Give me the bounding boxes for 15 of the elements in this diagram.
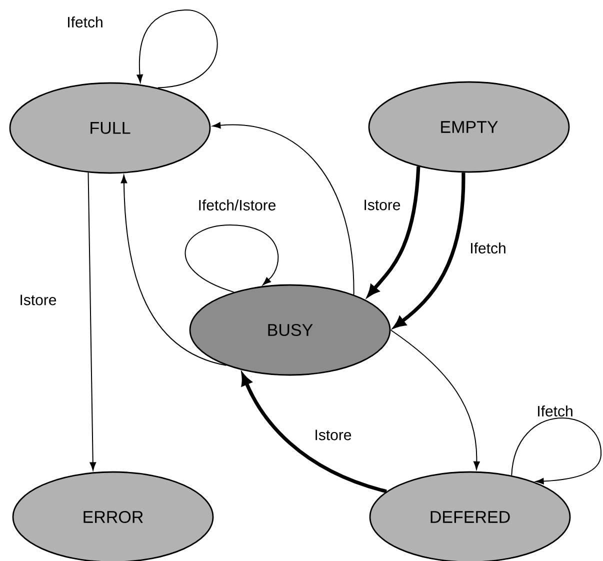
arrow xyxy=(390,330,480,470)
arrow xyxy=(394,172,466,328)
arrow xyxy=(184,224,279,293)
edge-label: Ifetch xyxy=(66,15,104,28)
arrow xyxy=(212,122,354,296)
edge-label: Ifetch xyxy=(536,404,574,418)
edge-label: Istore xyxy=(362,198,402,212)
arrow xyxy=(511,418,602,484)
edge-label: Ifetch xyxy=(468,241,508,254)
arrow xyxy=(136,10,218,88)
arrow xyxy=(120,174,227,366)
edge-label: Ifetch/Istore xyxy=(196,198,278,212)
arrow xyxy=(88,172,96,470)
arrow xyxy=(368,166,420,297)
edge-label: Istore xyxy=(18,294,58,306)
